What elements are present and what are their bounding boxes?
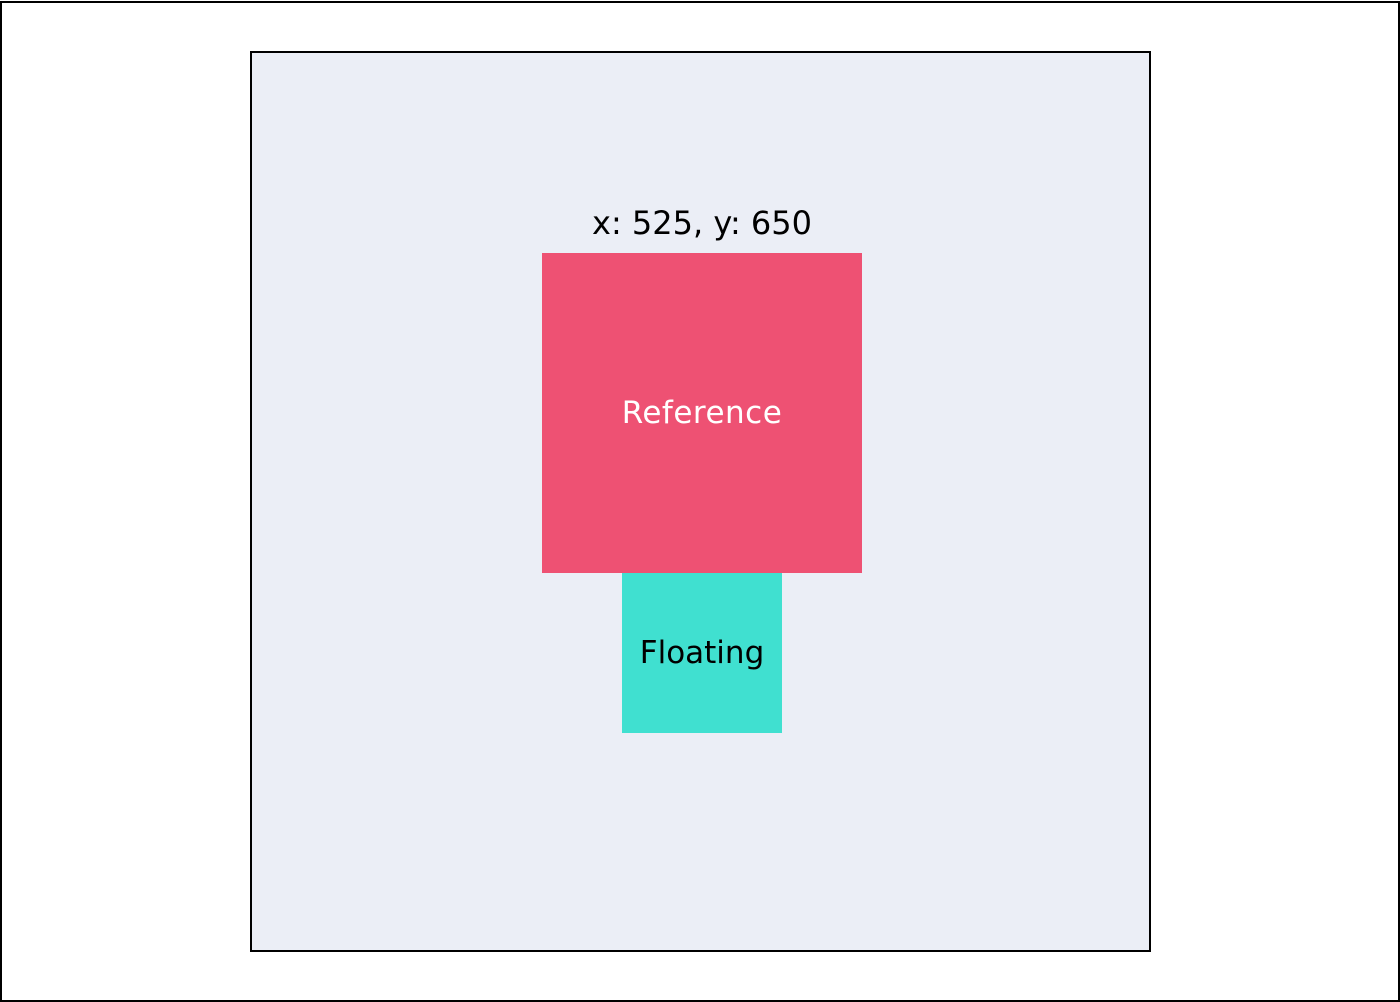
reference-label: Reference: [621, 395, 783, 431]
floating-label: Floating: [639, 635, 765, 671]
reference-element[interactable]: Reference: [542, 253, 862, 573]
coordinates-readout: x: 525, y: 650: [592, 204, 812, 242]
floating-element: Floating: [622, 573, 782, 733]
